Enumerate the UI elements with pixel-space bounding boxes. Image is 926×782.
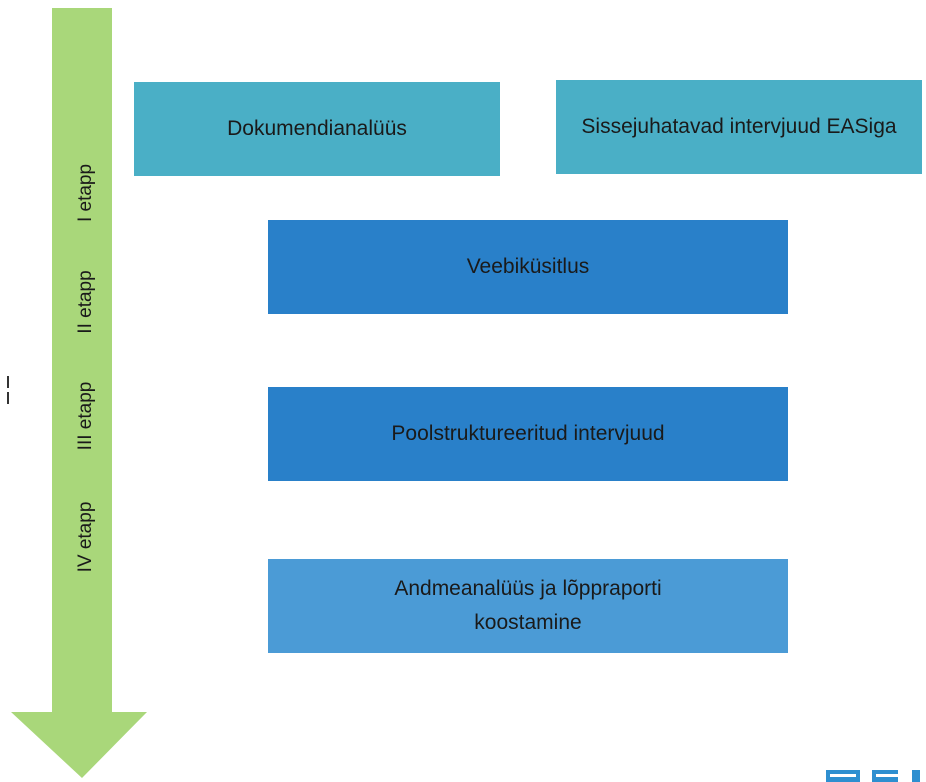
stage-label-1: I etapp bbox=[75, 163, 96, 223]
timeline-arrow bbox=[11, 8, 147, 778]
box-web-survey-label: Veebiküsitlus bbox=[466, 255, 590, 278]
left-edge-mark bbox=[7, 376, 9, 406]
box-data-analysis-report: Andmeanalüüs ja lõppraporti koostamine bbox=[268, 559, 788, 653]
box-web-survey: Veebiküsitlus bbox=[268, 220, 788, 314]
partial-logo-icon bbox=[826, 770, 920, 782]
timeline-arrow-shape bbox=[11, 8, 147, 778]
box-semistructured-interviews-label: Poolstruktureeritud intervjuud bbox=[391, 422, 665, 445]
box-data-analysis-report-label: Andmeanalüüs ja lõppraporti koostamine bbox=[394, 577, 662, 634]
box-intro-interviews-label: Sissejuhatavad intervjuud EASiga bbox=[581, 115, 897, 138]
box-semistructured-interviews: Poolstruktureeritud intervjuud bbox=[268, 387, 788, 481]
box-document-analysis: Dokumendianalüüs bbox=[134, 82, 500, 176]
stage-label-3: III etapp bbox=[75, 381, 96, 451]
stage-label-2: II etapp bbox=[75, 270, 96, 334]
box-intro-interviews: Sissejuhatavad intervjuud EASiga bbox=[556, 80, 922, 174]
box-document-analysis-label: Dokumendianalüüs bbox=[227, 117, 407, 140]
stage-label-4: IV etapp bbox=[75, 501, 96, 573]
